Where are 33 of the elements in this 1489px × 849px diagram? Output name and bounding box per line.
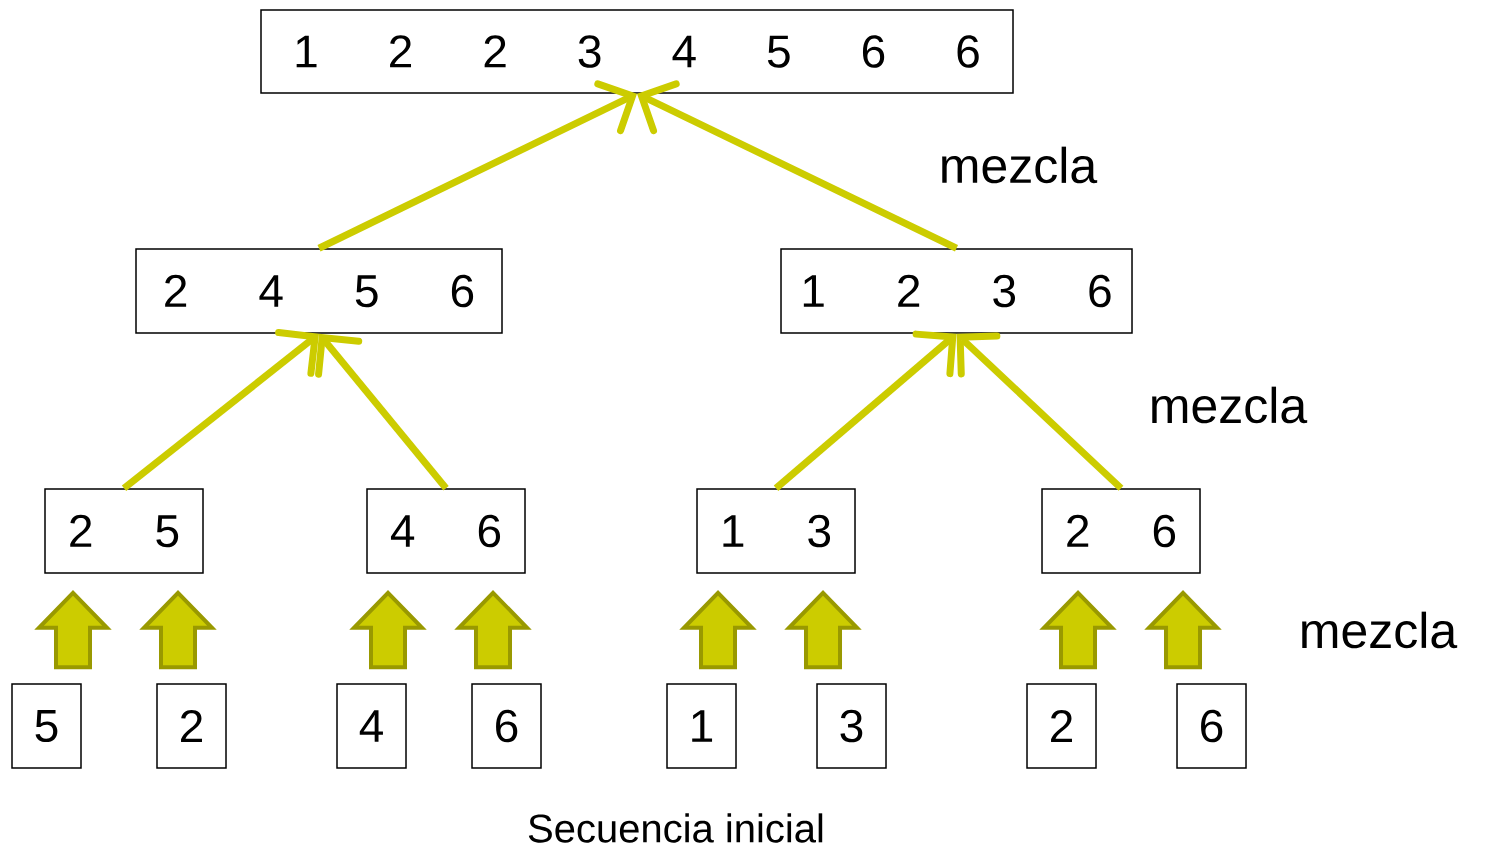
number-box: 1 2 3 6	[780, 248, 1133, 334]
arrow	[956, 332, 1124, 491]
arrow	[315, 333, 449, 491]
arrow	[454, 589, 532, 670]
number-box: 4	[336, 683, 407, 769]
step-label: mezcla	[942, 146, 1098, 184]
number-box: 6	[471, 683, 542, 769]
arrow	[317, 80, 637, 252]
number-box: 6	[1176, 683, 1247, 769]
step-label: mezcla	[1152, 386, 1308, 424]
arrow	[34, 589, 112, 670]
number-box: 3	[816, 683, 887, 769]
step-label: mezcla	[1302, 611, 1458, 649]
arrow	[637, 80, 959, 252]
number-box: 2	[1026, 683, 1097, 769]
number-box: 2 4 5 6	[135, 248, 503, 334]
number-box: 1 3	[696, 488, 856, 574]
number-box: 2	[156, 683, 227, 769]
number-box: 2 5	[44, 488, 204, 574]
arrow	[679, 589, 757, 670]
arrow	[121, 329, 319, 491]
number-box: 1 2 2 3 4 5 6 6	[260, 9, 1014, 94]
arrow	[784, 589, 862, 670]
number-box: 4 6	[366, 488, 526, 574]
caption-text: Secuencia inicial	[528, 813, 823, 843]
arrow	[1039, 589, 1117, 670]
arrow	[773, 330, 957, 491]
number-box: 5	[11, 683, 82, 769]
arrow	[139, 589, 217, 670]
arrow	[349, 589, 427, 670]
number-box: 1	[666, 683, 737, 769]
arrow	[1144, 589, 1222, 670]
number-box: 2 6	[1041, 488, 1201, 574]
